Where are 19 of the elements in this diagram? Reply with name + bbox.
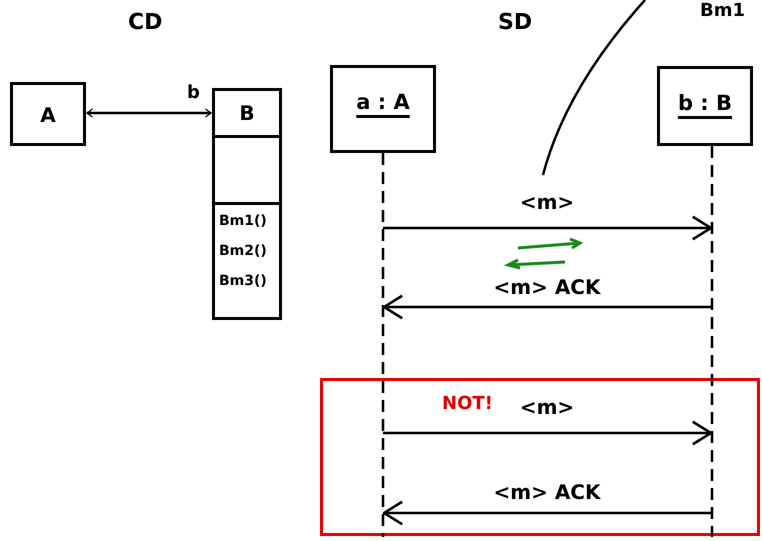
class-name: A bbox=[39, 103, 57, 127]
warning-note: NOT! bbox=[442, 393, 493, 414]
diagram-heading: CD bbox=[128, 10, 162, 35]
leader-line bbox=[542, 0, 646, 176]
class-box bbox=[212, 88, 282, 320]
object-name: b : B bbox=[676, 91, 734, 115]
class-box bbox=[10, 82, 86, 146]
association-line bbox=[86, 108, 212, 118]
method-name: Bm1() bbox=[219, 213, 267, 229]
message-arrow bbox=[383, 215, 712, 241]
diagram-heading: SD bbox=[498, 10, 532, 35]
class-name: B bbox=[238, 101, 256, 125]
object-name: a : A bbox=[355, 90, 411, 114]
method-name: Bm3() bbox=[219, 273, 267, 289]
message-arrow bbox=[382, 294, 712, 320]
message-arrow bbox=[382, 500, 712, 526]
note-text: Bm1 bbox=[700, 0, 758, 24]
method-name: Bm2() bbox=[219, 243, 267, 259]
message-arrow bbox=[383, 420, 712, 446]
